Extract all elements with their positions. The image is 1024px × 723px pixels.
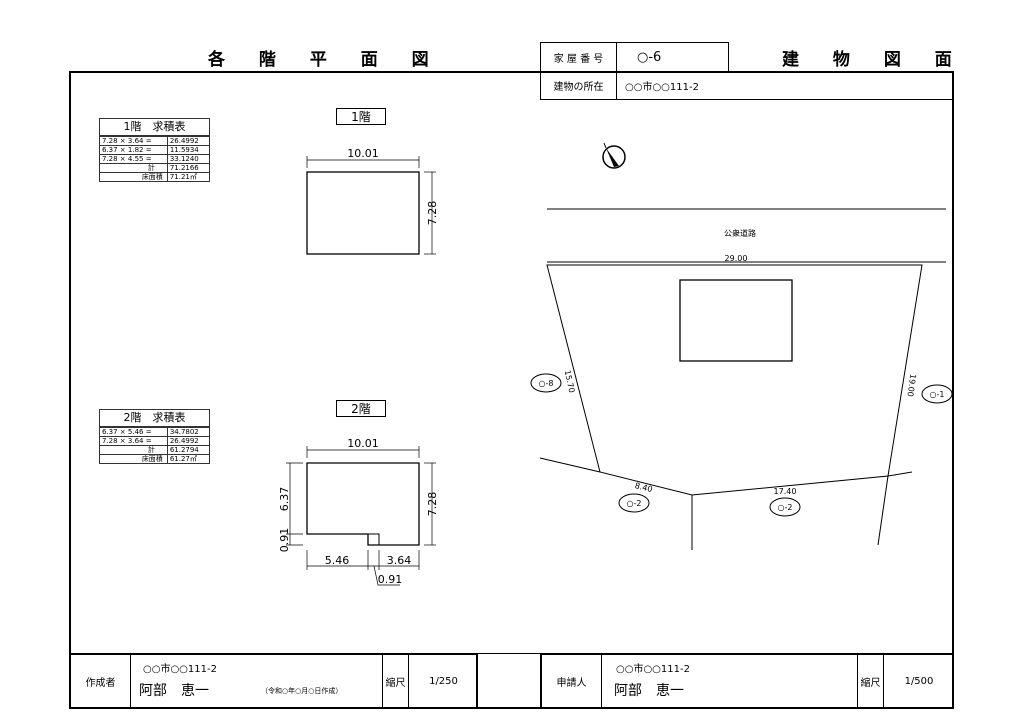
neighbor-left: ○-8 xyxy=(539,379,554,388)
neighbor-oval xyxy=(769,497,801,517)
site-bottom-left-dim: 8.40 xyxy=(634,481,653,494)
site-top-dim: 29.00 xyxy=(725,254,748,263)
applicant-name: 阿部 恵一 xyxy=(614,683,684,699)
floor2-left-upper-dim: 6.37 xyxy=(278,487,291,512)
location-value: ○○市○○111-2 xyxy=(625,82,699,93)
floor2-area-table: 2階 求積表 6.37 × 5.46 =34.7802 7.28 × 3.64 … xyxy=(99,409,211,464)
building-drawing-title: 建 物 図 面 xyxy=(782,50,966,70)
site-bottom-right-dim: 17.40 xyxy=(774,487,797,496)
floor1-width-dim: 10.01 xyxy=(347,147,379,160)
neighbor-oval xyxy=(921,384,953,404)
author-label: 作成者 xyxy=(71,655,131,707)
scale-label: 縮尺 xyxy=(857,655,884,707)
location-label: 建物の所在 xyxy=(541,72,617,99)
creation-date: （令和○年○月○日作成） xyxy=(261,687,343,695)
author-address: ○○市○○111-2 xyxy=(143,664,217,675)
scale-value: 1/250 xyxy=(429,675,458,687)
site-right-dim: 19.00 xyxy=(905,373,917,397)
floor1-area-table: 1階 求積表 7.28 × 3.64 =26.4992 6.37 × 1.82 … xyxy=(99,118,211,182)
floor2-label: 2階 xyxy=(336,400,386,417)
scale-value: 1/500 xyxy=(904,675,934,687)
drawing-frame xyxy=(69,71,954,709)
table-title: 1階 求積表 xyxy=(99,118,210,137)
scale-label: 縮尺 xyxy=(382,655,409,707)
north-arrow-icon xyxy=(602,142,626,169)
floor2-bottom-right-dim: 3.64 xyxy=(387,554,412,567)
author-box: 作成者 ○○市○○111-2 阿部 恵一 （令和○年○月○日作成） 縮尺 1/2… xyxy=(69,653,478,709)
floor1-label: 1階 xyxy=(336,108,386,125)
floor2-left-lower-dim: 0.91 xyxy=(278,528,291,553)
floor2-bottom-left-dim: 5.46 xyxy=(325,554,350,567)
floor-area-value: 61.27㎡ xyxy=(166,454,211,464)
floor2-notch xyxy=(367,533,380,546)
applicant-box: 申請人 ○○市○○111-2 阿部 恵一 縮尺 1/500 xyxy=(540,653,954,709)
floor1-outline xyxy=(306,171,420,255)
floor2-notch-dim: 0.91 xyxy=(378,573,403,586)
footer-divider xyxy=(69,653,954,654)
neighbor-right: ○-1 xyxy=(930,390,945,399)
floor2-width-dim: 10.01 xyxy=(347,437,379,450)
applicant-address: ○○市○○111-2 xyxy=(616,664,690,675)
author-name: 阿部 恵一 xyxy=(139,683,209,699)
neighbor-oval xyxy=(530,373,562,393)
floor1-height-dim: 7.28 xyxy=(426,201,439,226)
applicant-label: 申請人 xyxy=(542,655,602,707)
house-number-value: ○-6 xyxy=(637,50,662,65)
floor2-outline xyxy=(306,462,420,546)
neighbor-bottom-right: ○-2 xyxy=(778,503,793,512)
neighbor-bottom-left: ○-2 xyxy=(627,499,642,508)
floor-plans-title: 各 階 平 面 図 xyxy=(208,50,443,70)
site-building-outline xyxy=(679,279,793,362)
neighbor-oval xyxy=(618,493,650,513)
table-title: 2階 求積表 xyxy=(99,409,210,428)
floor-area-value: 71.21㎡ xyxy=(166,172,211,182)
house-number-label: 家 屋 番 号 xyxy=(541,43,617,72)
road-label: 公衆道路 xyxy=(724,228,756,238)
leader-line xyxy=(373,565,400,586)
floor2-height-dim: 7.28 xyxy=(426,492,439,517)
lot-boundary xyxy=(546,264,923,496)
